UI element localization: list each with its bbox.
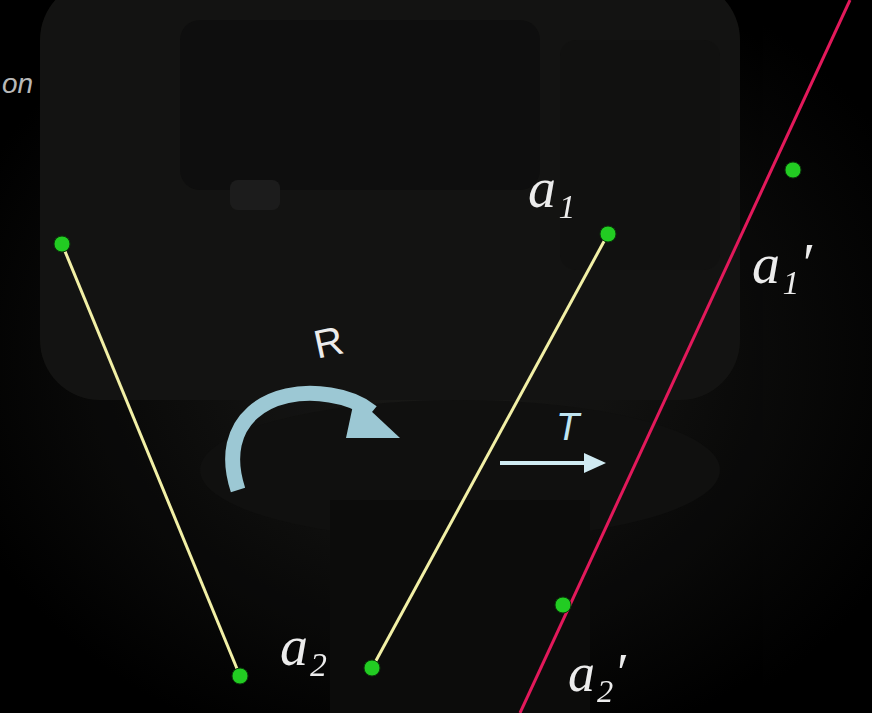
- point-label: a₂′: [568, 646, 626, 700]
- rotation-arrow: [233, 393, 400, 490]
- point-label: a₁′: [752, 236, 812, 292]
- point-label: a₁: [528, 160, 575, 216]
- cut-off-title: on: [2, 70, 33, 98]
- rotated-segment: [364, 226, 616, 676]
- point-label: a₂: [280, 618, 327, 674]
- translation-arrow: [500, 453, 606, 473]
- translation-label: T: [556, 408, 579, 446]
- original-segment: [54, 236, 248, 684]
- translated-line: [520, 0, 850, 713]
